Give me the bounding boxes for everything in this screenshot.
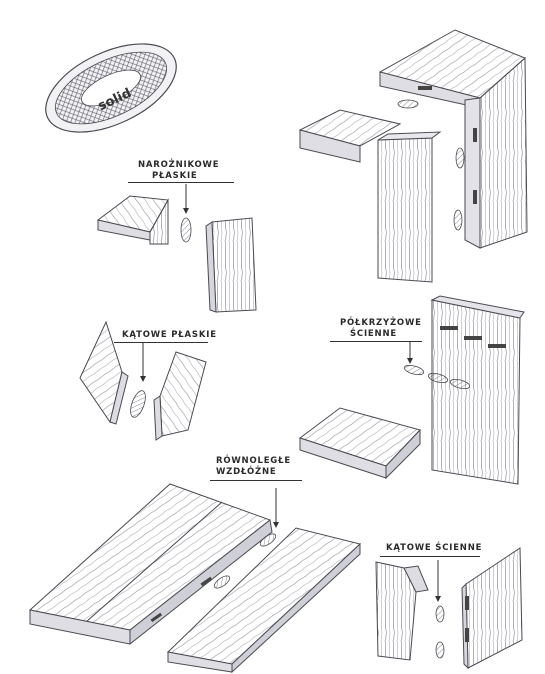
angle-wall-illustration [375, 547, 523, 670]
angle-flat-illustration [79, 320, 207, 441]
label-corner-flat: NAROŻNIKOWE PŁASKIE [138, 160, 220, 181]
corner-joint-illustration [298, 29, 528, 283]
label-underline [210, 480, 302, 481]
label-underline [128, 182, 234, 183]
biscuit [403, 364, 425, 376]
biscuit [397, 99, 419, 109]
biscuit [435, 605, 445, 623]
solid-biscuit-logo: solid [45, 43, 177, 133]
half-cross-wall-illustration [298, 295, 525, 485]
label-half-cross-wall: PÓŁKRZYŻOWE ŚCIENNE [340, 318, 422, 339]
slot [418, 86, 432, 90]
biscuit [180, 217, 192, 243]
biscuit [259, 533, 277, 547]
biscuit [130, 390, 146, 418]
label-angle-wall: KĄTOWE ŚCIENNE [386, 543, 483, 553]
parallel-lengthwise-illustration [28, 483, 362, 674]
label-parallel-lengthwise: RÓWNOLEGŁE WZDŁÓŻNE [216, 456, 291, 477]
label-underline [114, 342, 208, 343]
corner-flat-illustration [96, 184, 257, 313]
label-underline [330, 341, 422, 342]
label-underline [380, 556, 480, 557]
label-angle-flat: KĄTOWE PŁASKIE [122, 330, 217, 340]
